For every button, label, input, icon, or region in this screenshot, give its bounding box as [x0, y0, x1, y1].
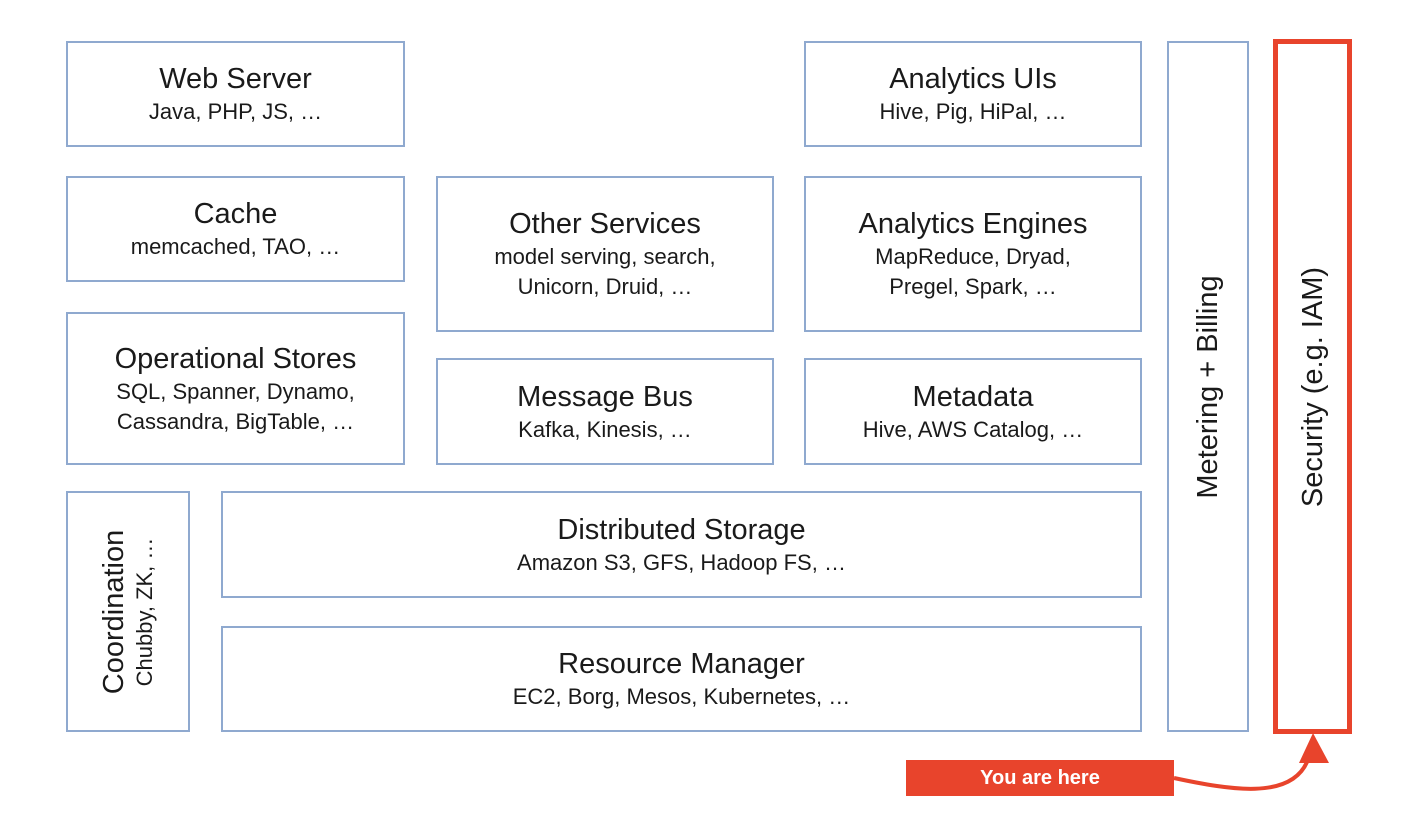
resource-manager-subtitle: EC2, Borg, Mesos, Kubernetes, …: [512, 684, 851, 709]
metadata-box: Metadata Hive, AWS Catalog, …: [804, 358, 1142, 465]
analytics-engines-box: Analytics Engines MapReduce, Dryad, Preg…: [804, 176, 1142, 332]
operational-stores-subtitle-line1: SQL, Spanner, Dynamo,: [116, 378, 355, 404]
metering-billing-box: Metering + Billing: [1167, 41, 1249, 732]
cache-box: Cache memcached, TAO, …: [66, 176, 405, 282]
you-are-here-label: You are here: [980, 766, 1100, 789]
analytics-engines-subtitle-line1: MapReduce, Dryad,: [875, 244, 1071, 269]
operational-stores-box: Operational Stores SQL, Spanner, Dynamo,…: [66, 312, 405, 465]
cache-title: Cache: [193, 198, 278, 230]
analytics-uis-subtitle: Hive, Pig, HiPal, …: [879, 99, 1067, 124]
cache-subtitle: memcached, TAO, …: [130, 234, 341, 259]
other-services-subtitle-line1: model serving, search,: [494, 244, 716, 269]
analytics-engines-subtitle-line2: Pregel, Spark, …: [889, 274, 1057, 299]
analytics-uis-box: Analytics UIs Hive, Pig, HiPal, …: [804, 41, 1142, 147]
distributed-storage-box: Distributed Storage Amazon S3, GFS, Hado…: [221, 491, 1142, 598]
arrowhead-icon: [1299, 733, 1329, 763]
web-server-title: Web Server: [159, 63, 312, 95]
resource-manager-box: Resource Manager EC2, Borg, Mesos, Kuber…: [221, 626, 1142, 732]
analytics-engines-title: Analytics Engines: [858, 208, 1088, 240]
metadata-subtitle: Hive, AWS Catalog, …: [862, 416, 1084, 442]
distributed-storage-subtitle: Amazon S3, GFS, Hadoop FS, …: [517, 549, 846, 575]
message-bus-subtitle: Kafka, Kinesis, …: [518, 416, 692, 442]
arrow-curve: [1173, 761, 1309, 791]
web-server-box: Web Server Java, PHP, JS, …: [66, 41, 405, 147]
distributed-storage-title: Distributed Storage: [557, 513, 806, 546]
web-server-subtitle: Java, PHP, JS, …: [148, 99, 323, 124]
operational-stores-title: Operational Stores: [114, 342, 357, 375]
message-bus-title: Message Bus: [517, 380, 693, 413]
security-box: Security (e.g. IAM): [1273, 39, 1352, 734]
other-services-subtitle-line2: Unicorn, Druid, …: [517, 274, 693, 299]
analytics-uis-title: Analytics UIs: [889, 63, 1057, 95]
message-bus-box: Message Bus Kafka, Kinesis, …: [436, 358, 774, 465]
you-are-here-callout: You are here: [906, 760, 1174, 796]
metadata-title: Metadata: [912, 380, 1034, 413]
other-services-title: Other Services: [509, 208, 701, 240]
other-services-box: Other Services model serving, search, Un…: [436, 176, 774, 332]
operational-stores-subtitle-line2: Cassandra, BigTable, …: [116, 408, 355, 434]
resource-manager-title: Resource Manager: [558, 648, 805, 680]
coordination-box: Coordination Chubby, ZK, …: [66, 491, 190, 732]
